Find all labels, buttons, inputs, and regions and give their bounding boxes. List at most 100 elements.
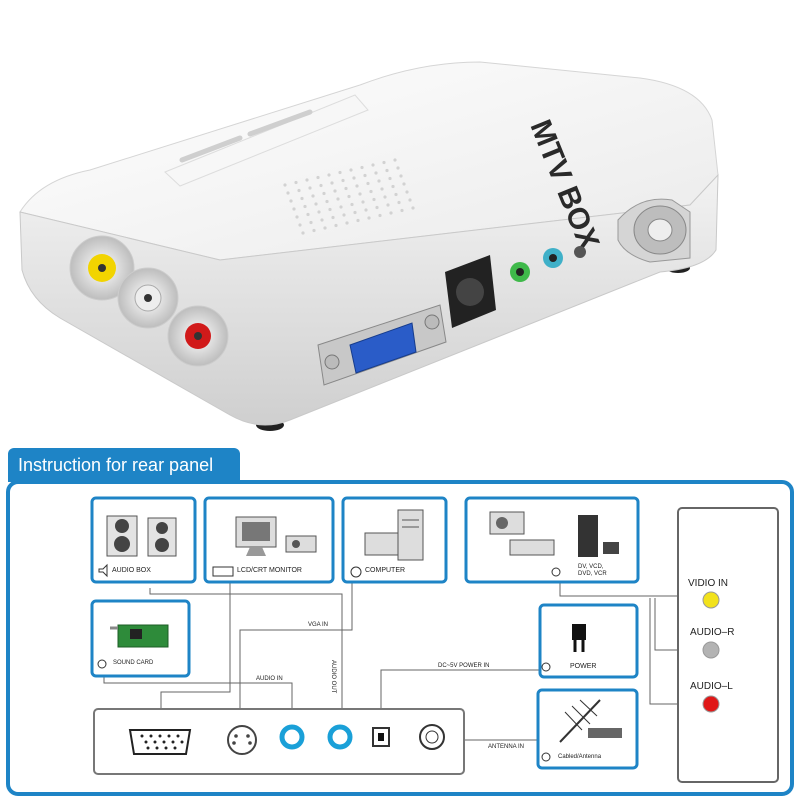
vga-pin [173, 746, 177, 750]
panel-s-video-port [227, 725, 257, 755]
vga-pin [176, 734, 180, 738]
vga-pin [162, 740, 166, 744]
vent-hole [353, 210, 357, 215]
rca-yellow-jack [69, 235, 135, 301]
panel-audio-in-jack [279, 724, 305, 750]
label-sound-card: SOUND CARD [113, 660, 154, 666]
label-power: POWER [570, 663, 597, 670]
vent-hole [308, 186, 312, 190]
vent-hole [400, 208, 404, 213]
vga-pin [167, 734, 171, 738]
device-antenna [536, 688, 639, 770]
vent-hole [322, 191, 326, 196]
vga-pin [144, 740, 148, 744]
vent-hole [336, 197, 340, 201]
device-monitor [203, 496, 335, 584]
vent-hole [311, 194, 315, 198]
vga-pin [158, 734, 162, 738]
product-photo: MTV BOX [19, 61, 719, 431]
vent-hole [388, 176, 392, 181]
antenna-connector [617, 198, 691, 263]
line-label-dc-power: DC~5V POWER IN [438, 663, 490, 669]
label-antenna: Cabled/Antenna [558, 754, 602, 760]
line-label-audio-in: AUDIO IN [256, 676, 283, 682]
panel-vga-port [128, 729, 192, 755]
vent-hole [298, 223, 302, 227]
vent-hole [397, 200, 401, 205]
vent-hole [341, 178, 345, 183]
vent-hole [394, 192, 398, 197]
speaker-icon [98, 563, 108, 578]
vent-hole [294, 180, 298, 185]
vga-pin [146, 746, 150, 750]
vent-hole [361, 200, 365, 204]
vent-hole [297, 188, 301, 193]
vent-hole [386, 203, 390, 207]
vent-hole [382, 160, 386, 165]
rear-panel [93, 708, 465, 775]
vent-hole [347, 194, 351, 199]
vent-hole [320, 218, 324, 222]
vent-hole [372, 197, 376, 202]
vent-hole [333, 189, 337, 193]
vent-hole [305, 178, 309, 182]
vga-icon [212, 566, 234, 577]
vent-hole [327, 173, 331, 177]
vent-hole [328, 207, 332, 212]
vent-hole [283, 183, 287, 187]
device-power [538, 603, 639, 679]
vent-hole [367, 216, 371, 220]
vent-hole [339, 205, 343, 209]
vent-hole [325, 199, 329, 204]
vent-hole [292, 207, 296, 211]
vent-hole [375, 205, 379, 210]
vent-hole [399, 174, 403, 178]
vent-hole [350, 202, 354, 207]
av-video-dot [702, 591, 720, 609]
vga-pin [153, 740, 157, 744]
vent-hole [344, 186, 348, 191]
s-video-port [445, 255, 496, 328]
vent-hole [380, 187, 384, 191]
label-audio-box: AUDIO BOX [112, 567, 151, 574]
vent-hole [289, 199, 293, 203]
vent-hole [300, 196, 304, 201]
vent-hole [309, 220, 313, 225]
vent-hole [364, 208, 368, 212]
line-label-audio-out: AUDIO OUT [330, 660, 336, 694]
line-label-antenna-in: ANTENNA IN [488, 744, 525, 750]
label-computer: COMPUTER [365, 567, 406, 574]
vent-hole [301, 231, 305, 235]
vent-hole [331, 215, 335, 220]
vent-hole [303, 204, 307, 209]
av-label-audio-l: AUDIO–L [690, 681, 733, 692]
vent-hole [411, 206, 415, 210]
vent-hole [383, 195, 387, 199]
vent-hole [374, 171, 378, 175]
vga-pin [164, 746, 168, 750]
av-input-panel [677, 507, 779, 783]
vga-pin [180, 740, 184, 744]
vent-hole [360, 165, 364, 170]
vent-hole [378, 213, 382, 218]
vent-hole [396, 166, 400, 170]
dvd-port-icon [551, 567, 561, 577]
soundcard-port-icon [97, 659, 107, 669]
computer-port-icon [350, 566, 362, 578]
vent-hole [393, 158, 397, 162]
vga-pin [149, 734, 153, 738]
av-label-audio-r: AUDIO–R [690, 627, 735, 638]
vent-hole [349, 168, 353, 172]
av-audio-r-dot [702, 641, 720, 659]
vga-pin [140, 734, 144, 738]
vent-hole [358, 192, 362, 196]
vent-hole [338, 170, 342, 175]
vga-pin [171, 740, 175, 744]
panel-dc-jack [372, 727, 390, 747]
power-port-icon [541, 662, 551, 672]
vent-hole [369, 189, 373, 194]
vent-hole [356, 218, 360, 223]
panel-audio-out-jack [327, 724, 353, 750]
av-label-video: VIDIO IN [688, 578, 729, 589]
